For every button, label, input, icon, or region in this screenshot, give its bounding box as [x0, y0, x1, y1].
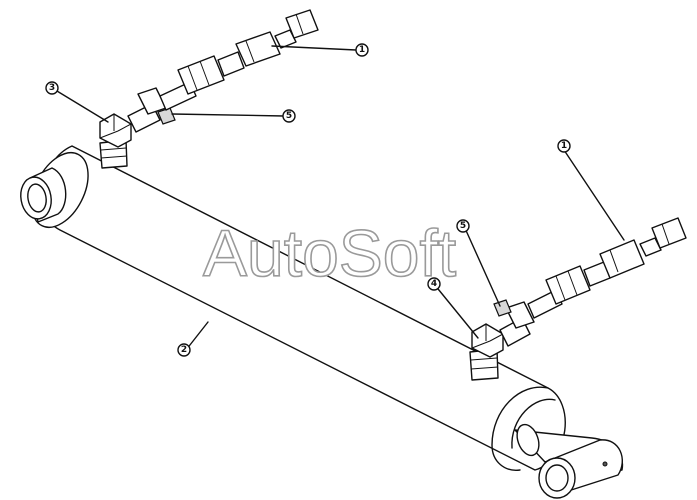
left-port-fitting [99, 113, 132, 169]
callout-number: 1 [359, 45, 365, 55]
callout-number: 2 [181, 345, 187, 355]
callout-number: 4 [431, 279, 437, 289]
left-eye-mount [20, 167, 67, 223]
callout-number: 1 [561, 141, 567, 151]
watermark-text: AutoSoft [203, 216, 456, 290]
callout-2: 2 [177, 343, 191, 357]
right-eye-mount [514, 423, 624, 499]
callout-1-top: 1 [355, 43, 369, 57]
right-port-fitting [469, 323, 504, 381]
callout-number: 5 [460, 221, 466, 231]
callout-4: 4 [427, 277, 441, 291]
callout-number: 5 [286, 111, 292, 121]
callout-5-top: 5 [282, 109, 296, 123]
callout-5-right: 5 [456, 219, 470, 233]
cylinder-body [31, 145, 566, 471]
right-hose-assembly [493, 217, 687, 347]
callout-3: 3 [45, 81, 59, 95]
callout-number: 3 [49, 83, 55, 93]
callout-1-right: 1 [557, 139, 571, 153]
leader-lines [51, 45, 625, 351]
left-hose-assembly [127, 9, 319, 133]
